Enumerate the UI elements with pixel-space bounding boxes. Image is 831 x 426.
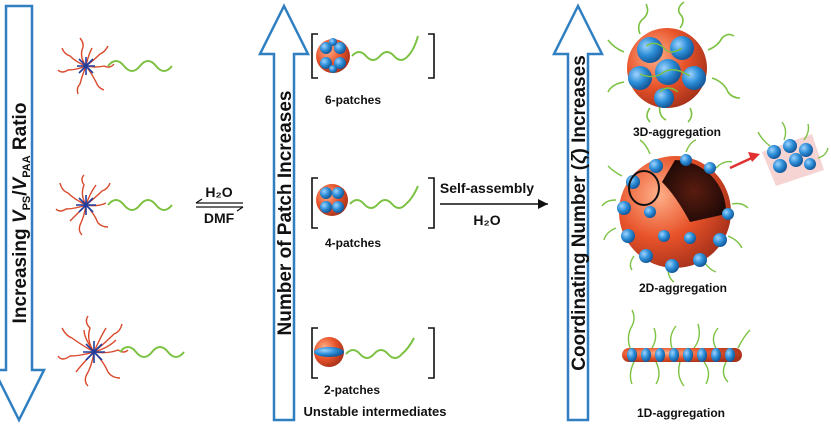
two-patch-particle: 2-patches xyxy=(311,327,435,397)
two-d-aggregate: 2D-aggregation xyxy=(601,121,829,295)
self-assembly-arrow: Self-assembly H₂O xyxy=(440,180,548,228)
six-patch-label: 6-patches xyxy=(325,93,381,107)
assembly-bottom-label: H₂O xyxy=(473,212,500,228)
left-arrow-label: Increasing VPS/VPAA Ratio xyxy=(10,103,33,324)
six-patch-particle: 6-patches xyxy=(311,33,435,107)
solvent-bottom-label: DMF xyxy=(204,210,235,226)
one-d-aggregate: 1D-aggregation xyxy=(622,309,751,420)
solvent-exchange: H₂O DMF xyxy=(195,184,244,226)
four-patch-particle: 4-patches xyxy=(311,177,435,250)
unstable-intermediates-caption: Unstable intermediates xyxy=(303,404,446,419)
right-arrow-label: Coordinating Number (ζ) Increases xyxy=(569,55,590,371)
four-patch-label: 4-patches xyxy=(325,236,381,250)
two-patch-label: 2-patches xyxy=(324,383,380,397)
right-vertical-arrow: Coordinating Number (ζ) Increases xyxy=(551,3,605,422)
one-d-label: 1D-aggregation xyxy=(637,406,725,420)
star-polymer-small xyxy=(57,37,173,95)
middle-arrow-label: Number of Patch Increases xyxy=(275,91,296,336)
three-d-label: 3D-aggregation xyxy=(633,125,721,139)
star-polymer-medium xyxy=(55,174,173,236)
two-d-label: 2D-aggregation xyxy=(639,281,727,295)
solvent-top-label: H₂O xyxy=(205,184,232,200)
assembly-top-label: Self-assembly xyxy=(440,180,534,196)
left-vertical-arrow: Increasing VPS/VPAA Ratio xyxy=(0,4,47,423)
three-d-aggregate: 3D-aggregation xyxy=(607,1,741,139)
middle-vertical-arrow: Number of Patch Increases xyxy=(257,3,311,422)
star-polymer-large xyxy=(57,315,185,387)
